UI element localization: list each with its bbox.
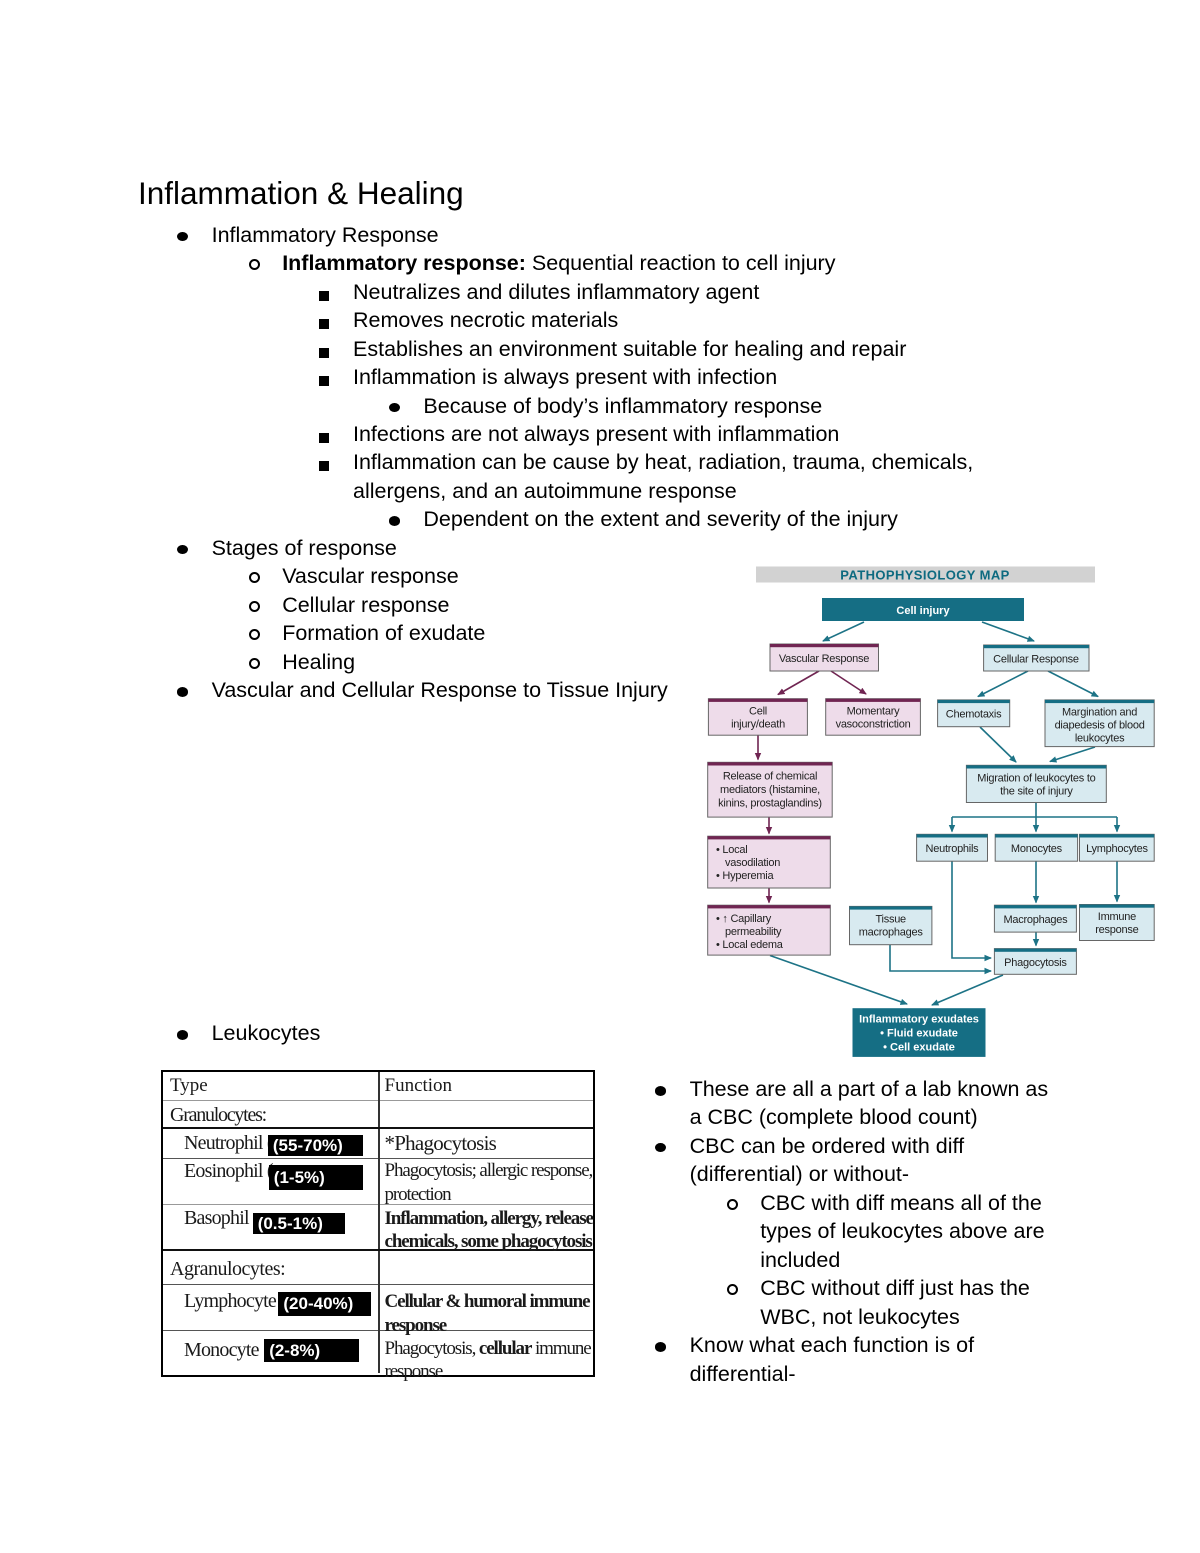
- svg-text:Monocytes: Monocytes: [1011, 843, 1063, 855]
- svg-text:PATHOPHYSIOLOGY MAP: PATHOPHYSIOLOGY MAP: [840, 568, 1009, 583]
- svg-text:• Cell exudate: • Cell exudate: [883, 1042, 955, 1054]
- svg-text:• Local edema: • Local edema: [716, 939, 784, 951]
- svg-text:vasoconstriction: vasoconstriction: [836, 719, 911, 731]
- svg-text:Inflammatory exudates: Inflammatory exudates: [859, 1014, 979, 1026]
- svg-text:diapedesis of blood: diapedesis of blood: [1055, 720, 1145, 732]
- svg-text:Tissue: Tissue: [875, 914, 906, 926]
- svg-text:Macrophages: Macrophages: [1003, 914, 1068, 926]
- svg-text:Momentary: Momentary: [847, 706, 901, 718]
- svg-text:kinins, prostaglandins): kinins, prostaglandins): [718, 798, 822, 810]
- svg-text:Lymphocytes: Lymphocytes: [1086, 843, 1148, 855]
- svg-text:mediators (histamine,: mediators (histamine,: [720, 784, 820, 796]
- svg-text:response: response: [1095, 924, 1138, 936]
- svg-text:Migration of leukocytes to: Migration of leukocytes to: [977, 773, 1095, 785]
- svg-text:Neutrophils: Neutrophils: [926, 843, 980, 855]
- svg-text:vasodilation: vasodilation: [725, 857, 780, 869]
- svg-text:leukocytes: leukocytes: [1075, 733, 1125, 745]
- svg-text:injury/death: injury/death: [731, 719, 785, 731]
- svg-text:Vascular Response: Vascular Response: [779, 653, 869, 665]
- svg-text:Release of chemical: Release of chemical: [723, 771, 817, 783]
- svg-text:Cellular Response: Cellular Response: [993, 654, 1079, 666]
- svg-text:• ↑ Capillary: • ↑ Capillary: [716, 913, 772, 925]
- svg-text:permeability: permeability: [725, 926, 782, 938]
- svg-text:macrophages: macrophages: [859, 927, 924, 939]
- svg-text:Margination and: Margination and: [1062, 707, 1137, 719]
- svg-text:Phagocytosis: Phagocytosis: [1004, 957, 1067, 969]
- svg-text:• Fluid exudate: • Fluid exudate: [880, 1028, 958, 1040]
- svg-text:• Local: • Local: [716, 844, 747, 856]
- svg-text:Cell: Cell: [749, 706, 767, 718]
- svg-text:Immune: Immune: [1098, 911, 1136, 923]
- svg-text:Cell injury: Cell injury: [896, 605, 950, 617]
- svg-text:the site of injury: the site of injury: [1000, 786, 1073, 798]
- svg-text:Chemotaxis: Chemotaxis: [946, 709, 1002, 721]
- svg-text:• Hyperemia: • Hyperemia: [716, 870, 774, 882]
